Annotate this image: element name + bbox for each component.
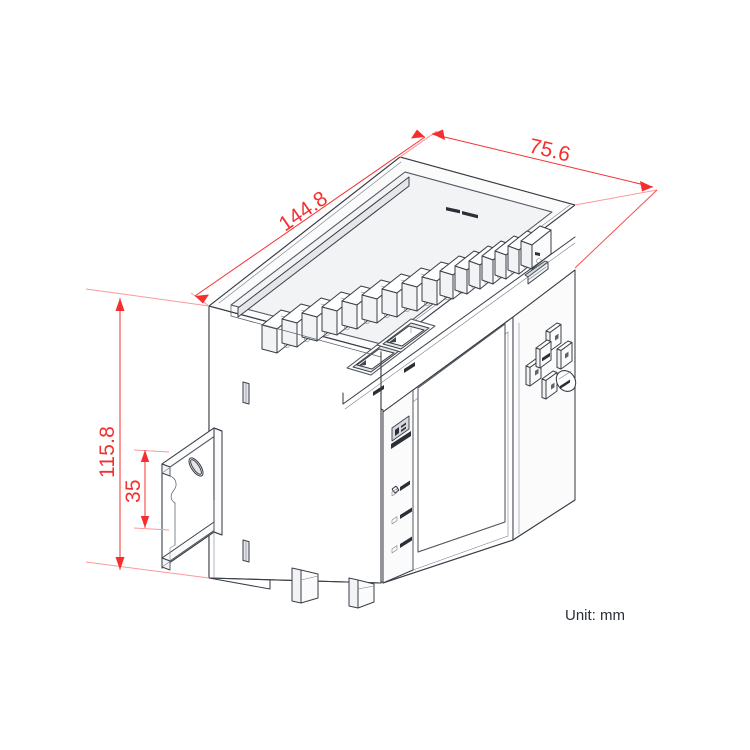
vent-slot [242, 381, 250, 405]
led-alarm [391, 536, 412, 554]
dimension-label-rail: 35 [122, 479, 145, 503]
key-down[interactable] [541, 370, 558, 400]
key-right[interactable] [556, 340, 573, 370]
terminal-label [446, 207, 478, 219]
rail-slot [188, 457, 204, 477]
lcd-display [417, 323, 506, 553]
unit-note: Unit: mm [565, 607, 625, 624]
left-side-panel [208, 305, 384, 590]
dimension-rail-height: 35 [122, 449, 170, 531]
mounting-tab [291, 567, 319, 604]
rj45-port-group [342, 236, 576, 410]
dimension-overall-depth: 75.6 [399, 129, 658, 206]
keypad-panel [512, 260, 579, 541]
rj45-port [346, 341, 406, 376]
brand-logo [391, 415, 411, 449]
key-round[interactable] [552, 367, 579, 395]
indicator-strip [382, 389, 414, 584]
key-enter[interactable] [535, 339, 552, 369]
dimension-annotations: 144.8 75.6 115.8 3 [85, 129, 658, 579]
dimension-label-height: 115.8 [96, 426, 119, 478]
led-run [391, 480, 410, 497]
led-comm [391, 507, 412, 525]
dimension-overall-height: 115.8 [85, 288, 210, 579]
vent-slot [242, 539, 250, 563]
din-rail-35mm [161, 427, 223, 579]
dimension-label-depth: 75.6 [527, 134, 573, 166]
mounting-tab [348, 577, 375, 609]
label-slot [524, 260, 549, 285]
device-assembly [208, 156, 579, 609]
rj45-port [376, 318, 436, 353]
